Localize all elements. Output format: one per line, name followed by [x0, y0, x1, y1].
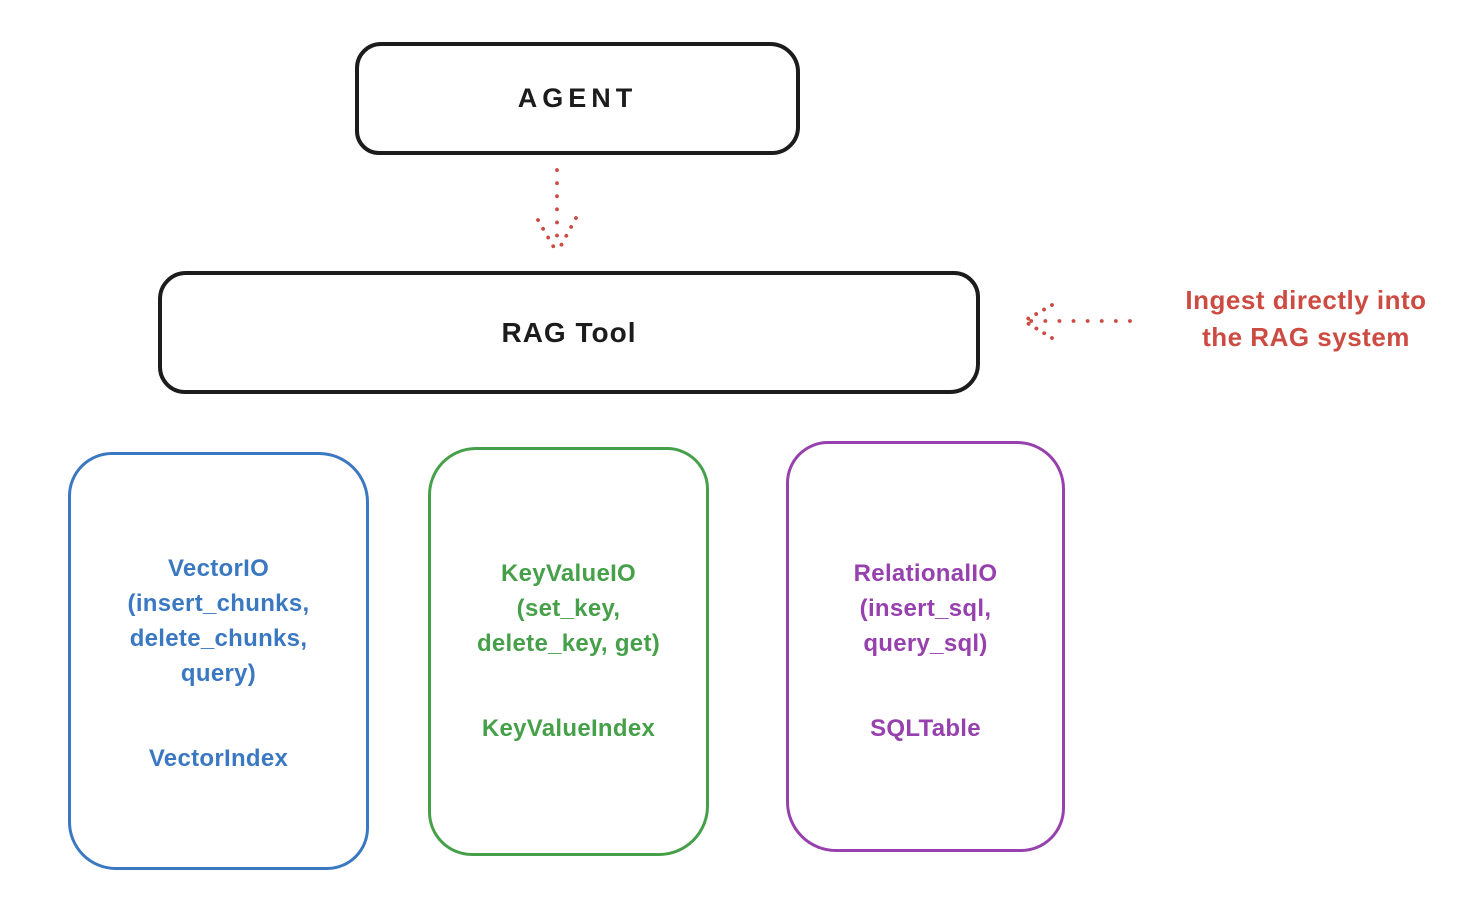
agent-to-rag-arrow	[536, 168, 578, 253]
keyvalue-io-ops-line: (set_key,	[516, 595, 621, 622]
keyvalue-io-node: KeyValueIO (set_key, delete_key, get) Ke…	[428, 447, 709, 856]
vector-io-ops-line: (insert_chunks,	[127, 590, 310, 617]
relational-io-ops-line: query_sql)	[863, 630, 988, 657]
relational-io-ops-line: (insert_sql,	[859, 595, 992, 622]
ingest-annotation-line2: the RAG system	[1202, 322, 1410, 352]
rag-tool-node-label: RAG Tool	[501, 316, 637, 348]
vector-io-title: VectorIO	[167, 555, 270, 582]
vector-io-ops-line: query)	[180, 660, 257, 687]
relational-io-title: RelationalIO	[853, 560, 998, 587]
agent-node-label: AGENT	[517, 83, 638, 113]
vector-index-label: VectorIndex	[148, 745, 289, 772]
keyvalue-index-label: KeyValueIndex	[481, 715, 656, 742]
ingest-annotation-line1: Ingest directly into	[1185, 285, 1427, 315]
ingest-arrow	[1022, 303, 1132, 340]
rag-tool-node: RAG Tool	[158, 271, 980, 394]
relational-io-node: RelationalIO (insert_sql, query_sql) SQL…	[786, 441, 1065, 852]
keyvalue-io-title: KeyValueIO	[500, 560, 637, 587]
sql-table-label: SQLTable	[870, 715, 981, 742]
agent-node: AGENT	[355, 42, 800, 155]
ingest-annotation: Ingest directly into the RAG system	[1135, 282, 1477, 356]
vector-io-node: VectorIO (insert_chunks, delete_chunks, …	[68, 452, 369, 870]
keyvalue-io-ops-line: delete_key, get)	[476, 630, 661, 657]
vector-io-ops-line: delete_chunks,	[129, 625, 308, 652]
